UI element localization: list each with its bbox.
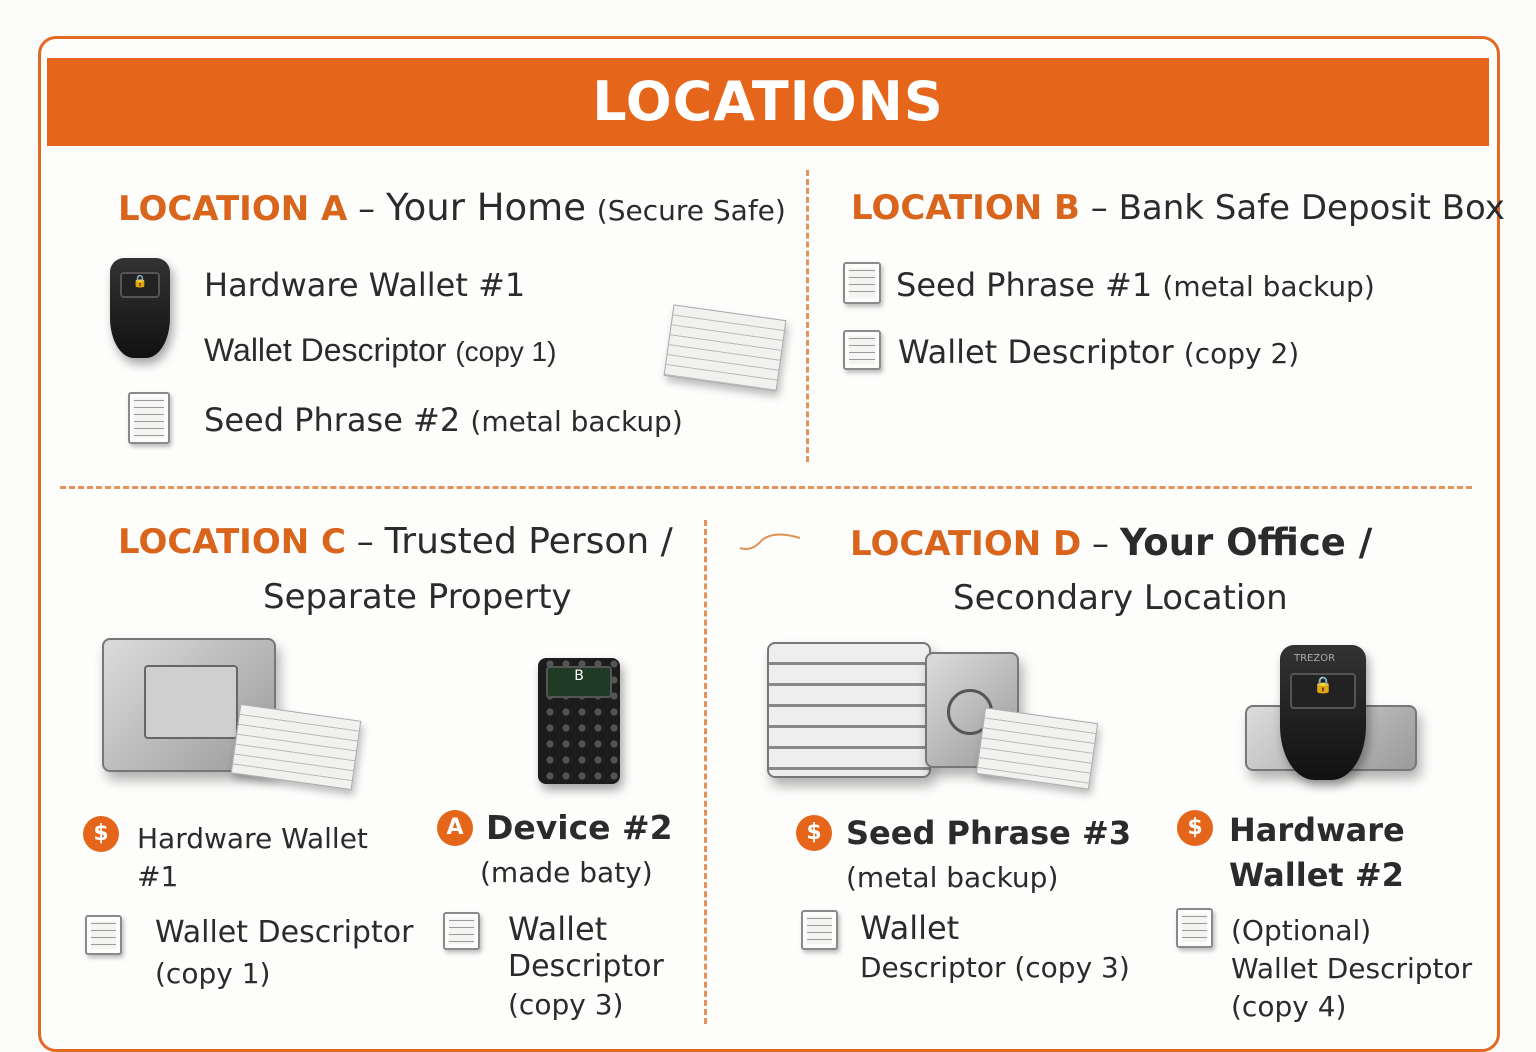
location-c-item-title: Device #2 — [486, 808, 673, 847]
bitcoin-badge-icon: $ — [796, 815, 832, 851]
trezor-wallet-icon: TREZOR🔒 — [1280, 645, 1366, 780]
location-d-heading: LOCATION D – Your Office / — [850, 521, 1373, 565]
divider-horizontal — [60, 486, 1472, 489]
document-icon — [128, 392, 170, 444]
document-icon — [801, 910, 838, 950]
divider-vertical-top — [806, 170, 809, 462]
location-d-item-title: Seed Phrase #3 — [846, 814, 1132, 852]
infographic-frame — [38, 36, 1500, 1052]
location-d-subtitle: Secondary Location — [953, 578, 1288, 618]
location-c-subtitle: Separate Property — [263, 577, 572, 617]
a-badge-icon: A — [437, 810, 473, 846]
document-icon — [843, 330, 881, 370]
bitcoin-badge-icon: $ — [1177, 810, 1213, 846]
location-a-item: Wallet Descriptor (copy 1) — [204, 332, 557, 368]
divider-vertical-bottom — [704, 520, 707, 1024]
page-title: LOCATIONS — [47, 58, 1489, 146]
home-safe-icon — [102, 638, 276, 772]
squiggle-mark — [739, 533, 801, 550]
hardware-wallet-icon: 🔒 — [110, 258, 170, 358]
location-a-item: Seed Phrase #2 (metal backup) — [204, 401, 683, 439]
hardware-device-icon: B — [538, 658, 620, 784]
document-icon — [1176, 908, 1213, 948]
location-c-heading: LOCATION C – Trusted Person / — [118, 521, 673, 563]
location-a-item: Hardware Wallet #1 — [204, 266, 526, 304]
deposit-vault-icon — [767, 642, 931, 778]
location-d-item-note: (metal backup) — [846, 861, 1059, 894]
document-icon — [843, 262, 881, 304]
document-icon — [85, 915, 122, 955]
location-c-item-note: (made baty) — [480, 856, 653, 889]
location-a-heading: LOCATION A – Your Home (Secure Safe) — [118, 186, 786, 230]
location-c-item: Wallet Descriptor(copy 1) — [155, 915, 414, 990]
location-b-item: Wallet Descriptor (copy 2) — [898, 333, 1300, 371]
location-b-heading: LOCATION B – Bank Safe Deposit Box — [851, 188, 1505, 228]
location-d-item: (Optional)Wallet Descriptor(copy 4) — [1231, 914, 1473, 1023]
location-b-item: Seed Phrase #1 (metal backup) — [896, 266, 1375, 304]
bitcoin-badge-icon: $ — [83, 816, 119, 852]
location-c-item: Hardware Wallet#1 — [137, 822, 368, 893]
document-icon — [443, 912, 480, 950]
